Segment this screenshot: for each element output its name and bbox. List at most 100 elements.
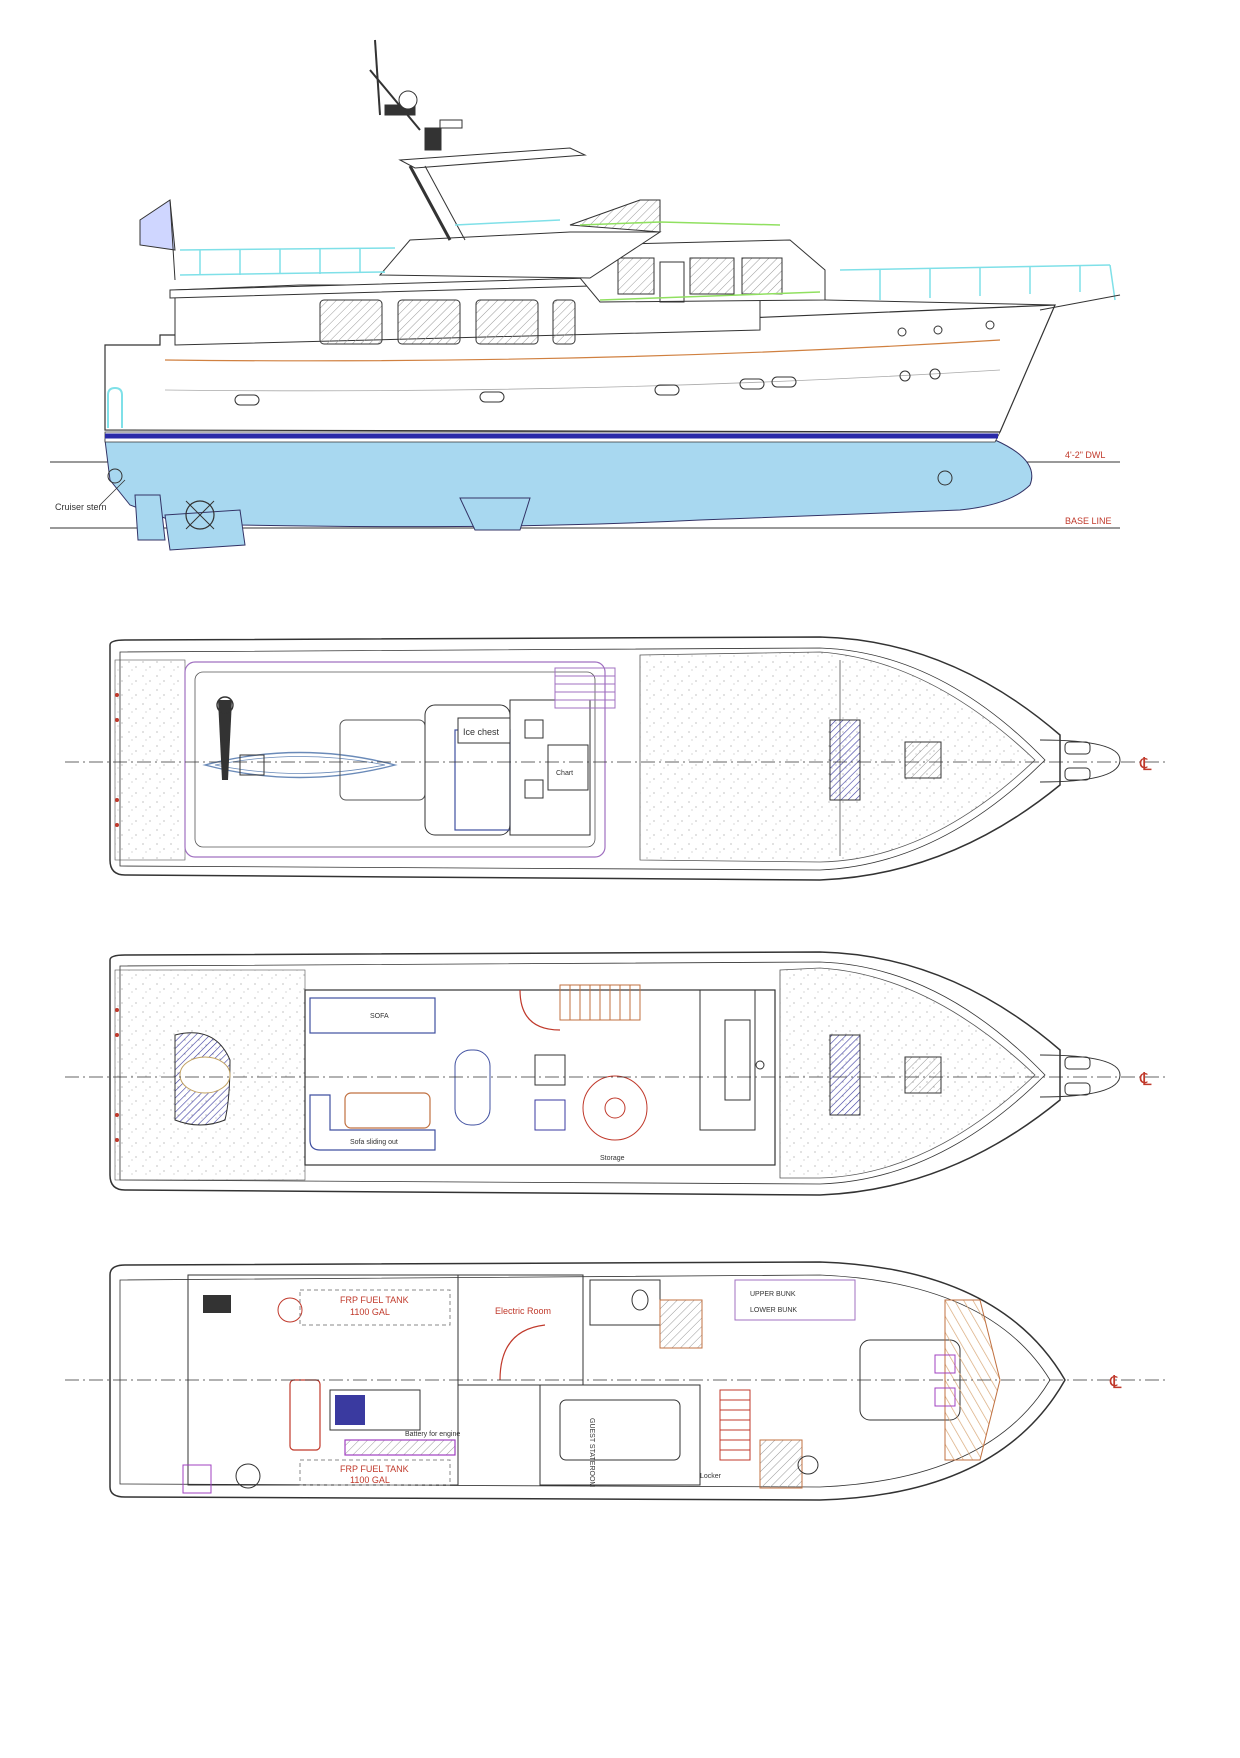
fuel-tank-top-capacity: 1100 GAL <box>350 1307 390 1317</box>
stair-forward <box>719 1389 751 1461</box>
skylight <box>904 741 942 779</box>
sofa <box>309 997 436 1034</box>
electric-room <box>457 1274 584 1386</box>
skylight <box>904 1056 942 1094</box>
skeg-propeller-housing <box>164 509 246 551</box>
stair-lower <box>499 1324 546 1381</box>
ice-chest <box>457 717 511 744</box>
sofa-sliding-out-label: Sofa sliding out <box>350 1139 398 1146</box>
rudder <box>134 494 166 541</box>
toilet-icon <box>631 1289 649 1311</box>
ice-chest-label: Ice chest <box>463 727 500 737</box>
propeller-blade <box>185 500 215 530</box>
stair-treads <box>559 984 641 1021</box>
lower-deck-outline <box>109 1261 1066 1501</box>
guest-berth <box>559 1399 681 1461</box>
flybridge-plan: Ice chest Chart ℄ <box>65 636 1165 881</box>
dwl-label: 4'-2" DWL <box>1065 450 1105 460</box>
davit-crane <box>218 700 232 780</box>
cockpit-table <box>179 1056 231 1094</box>
electric-room-label: Electric Room <box>495 1306 551 1316</box>
fuel-tank-bottom-capacity: 1100 GAL <box>350 1475 390 1485</box>
profile-view: 4'-2" DWL BASE LINE Cruiser stern <box>50 39 1121 551</box>
saloon <box>304 989 776 1166</box>
galley-appliance <box>534 1054 566 1086</box>
upper-bunk-label: UPPER BUNK <box>750 1291 796 1298</box>
guest-stateroom <box>539 1384 701 1486</box>
guest-stateroom-label: GUEST STATEROOM <box>588 1418 595 1487</box>
hardtop-support <box>408 165 452 241</box>
forward-hatch <box>829 1034 861 1116</box>
centerline-symbol: ℄ <box>1109 1372 1122 1392</box>
galley-appliance <box>534 1099 566 1131</box>
pilothouse-windows <box>617 257 783 303</box>
hardtop <box>398 147 587 169</box>
generator <box>203 1295 231 1313</box>
shower-port <box>659 1299 703 1349</box>
engine-block <box>335 1395 365 1425</box>
centerline-symbol: ℄ <box>1139 1069 1152 1089</box>
hull-portholes <box>234 320 995 406</box>
shower-starboard <box>759 1439 803 1489</box>
fuel-tank-starboard <box>299 1459 451 1486</box>
anchor-roller <box>1064 767 1091 781</box>
rub-rail <box>164 339 1001 362</box>
fuel-tank-top-label: FRP FUEL TANK <box>340 1295 409 1305</box>
cruiser-stern-label: Cruiser stern <box>55 502 107 512</box>
tender-dinghy <box>202 751 398 779</box>
sofa-label: SOFA <box>370 1013 389 1020</box>
saloon-windows <box>319 299 576 345</box>
ensign-flag <box>139 199 176 251</box>
lower-bunk-label: LOWER BUNK <box>750 1307 797 1314</box>
galley-island <box>454 1049 491 1126</box>
helm-seat <box>524 779 544 799</box>
forward-berth-pillows <box>934 1354 956 1407</box>
stanchion-markers <box>115 1008 119 1142</box>
rudder-stock <box>235 1463 261 1489</box>
pilothouse-console <box>699 989 756 1131</box>
engine-main <box>329 1389 421 1431</box>
stern-fitting <box>107 468 123 484</box>
centerline-symbol: ℄ <box>1139 754 1152 774</box>
lower-deck-plan: FRP FUEL TANK 1100 GAL FRP FUEL TANK 110… <box>65 1261 1165 1501</box>
fuel-tank-port <box>299 1289 451 1326</box>
locker-label: Locker <box>700 1473 722 1480</box>
fuel-tank-bottom-label: FRP FUEL TANK <box>340 1464 409 1474</box>
green-trim <box>579 221 781 226</box>
battery-bank <box>344 1439 456 1456</box>
base-line-label: BASE LINE <box>1065 516 1112 526</box>
helm-seat <box>524 719 544 739</box>
flybridge-stairs <box>554 667 616 709</box>
hull-underwater <box>104 439 1033 528</box>
keel <box>459 497 531 531</box>
chart-label: Chart <box>556 770 573 777</box>
helm-wheel <box>755 1060 765 1070</box>
stair-to-flybridge <box>519 989 561 1031</box>
main-deck-plan: SOFA Sofa sliding out Storage ℄ <box>65 951 1165 1196</box>
propeller-icon <box>185 500 215 530</box>
flybridge-console <box>378 231 662 279</box>
sofa-sliding-out <box>309 1094 436 1151</box>
spiral-stair <box>582 1075 648 1141</box>
mast <box>369 39 463 151</box>
pilothouse-door <box>659 261 685 303</box>
anchor-roller <box>1064 1056 1091 1070</box>
lazarette-hatch <box>182 1464 212 1494</box>
rails <box>179 219 1116 301</box>
water-heater <box>277 1297 303 1323</box>
chart-table <box>547 744 589 791</box>
flybridge-deck <box>184 661 606 858</box>
helm-station <box>509 699 591 836</box>
forward-hatch <box>829 719 861 801</box>
bow-thruster <box>937 470 953 486</box>
upper-bunk <box>734 1279 856 1321</box>
bow-pulpit <box>1039 294 1121 311</box>
storage-label: Storage <box>600 1155 625 1162</box>
toilet-icon <box>797 1455 819 1475</box>
anchor-roller <box>1064 1082 1091 1096</box>
stanchion-markers <box>115 693 119 827</box>
swim-ladder <box>107 386 123 428</box>
flybridge-windscreen <box>569 199 661 233</box>
